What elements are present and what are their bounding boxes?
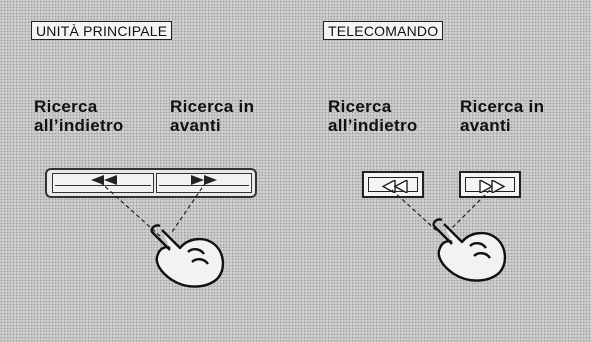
dashed-pointer-lines bbox=[99, 181, 491, 237]
main-unit-panel bbox=[45, 168, 257, 198]
main-unit-reverse-search-label: Ricerca all’indietro bbox=[34, 97, 124, 135]
fast-forward-icon bbox=[479, 180, 505, 193]
remote-forward-button[interactable] bbox=[459, 171, 521, 198]
remote-reverse-button[interactable] bbox=[362, 171, 424, 198]
fast-forward-icon bbox=[191, 175, 217, 185]
main-unit-forward-button[interactable] bbox=[156, 173, 252, 193]
pointing-hand-icon bbox=[150, 224, 225, 288]
remote-title: TELECOMANDO bbox=[323, 21, 444, 40]
remote-reverse-search-label: Ricerca all’indietro bbox=[328, 97, 418, 135]
main-unit-title: UNITÀ PRINCIPALE bbox=[31, 21, 173, 40]
pointing-hand-icon bbox=[432, 218, 507, 282]
remote-forward-search-label: Ricerca in avanti bbox=[460, 97, 545, 135]
rewind-icon bbox=[382, 180, 408, 193]
main-unit-forward-search-label: Ricerca in avanti bbox=[170, 97, 255, 135]
